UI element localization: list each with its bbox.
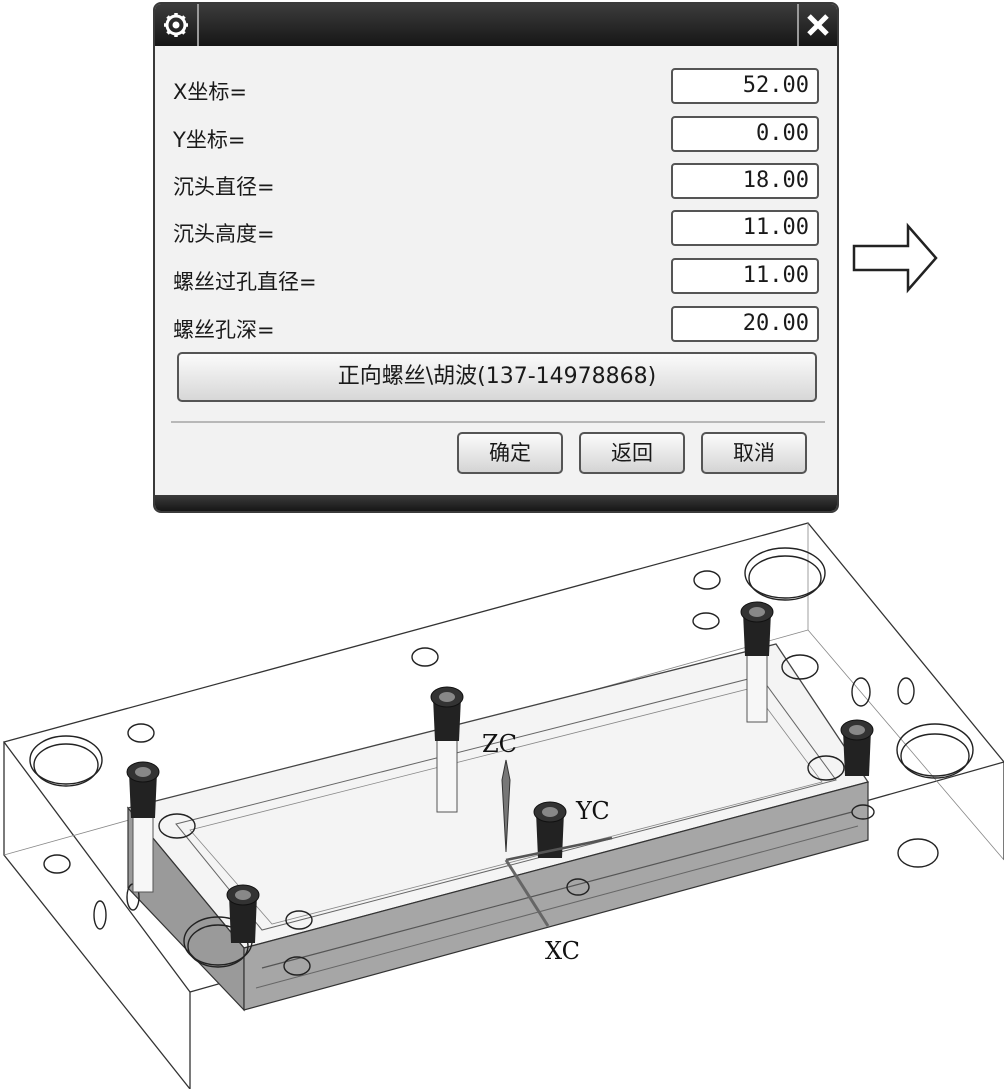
settings-button[interactable]	[155, 4, 199, 46]
button-separator	[171, 421, 825, 423]
screw-hole-depth-input[interactable]: 20.00	[671, 306, 819, 342]
model-viewport[interactable]	[0, 515, 1004, 1089]
close-button[interactable]	[797, 4, 837, 46]
yc-axis-label: YC	[576, 797, 610, 825]
counterbore-diameter-label: 沉头直径=	[173, 175, 275, 199]
direction-screw-button[interactable]: 正向螺丝\胡波(137-14978868)	[177, 352, 817, 402]
dialog-titlebar	[155, 4, 837, 46]
screw-hole-depth-label: 螺丝孔深=	[173, 318, 275, 342]
wcs-triad	[501, 759, 613, 927]
field-row-y: Y坐标= 0.00	[171, 116, 819, 154]
bolt	[533, 801, 567, 858]
field-row-x: X坐标= 52.00	[171, 68, 819, 106]
clearance-hole-diameter-input[interactable]: 11.00	[671, 258, 819, 294]
counterbore-diameter-input[interactable]: 18.00	[671, 163, 819, 199]
bolt	[430, 686, 464, 813]
counterbore-height-input[interactable]: 11.00	[671, 210, 819, 246]
clearance-hole-diameter-label: 螺丝过孔直径=	[173, 270, 317, 294]
close-icon	[807, 14, 829, 36]
plate-top-face	[2, 522, 1004, 993]
counterbore-height-label: 沉头高度=	[173, 222, 275, 246]
field-row-clearance-diameter: 螺丝过孔直径= 11.00	[171, 258, 819, 296]
field-row-counterbore-height: 沉头高度= 11.00	[171, 210, 819, 248]
field-row-counterbore-diameter: 沉头直径= 18.00	[171, 163, 819, 201]
y-coordinate-input[interactable]: 0.00	[671, 116, 819, 152]
cancel-button[interactable]: 取消	[701, 432, 807, 474]
zc-axis-label: ZC	[482, 730, 518, 758]
bolt	[840, 719, 874, 776]
cavity-pocket	[126, 643, 870, 1012]
y-coordinate-label: Y坐标=	[173, 128, 246, 152]
bolt	[126, 761, 160, 893]
screw-hole-dialog: X坐标= 52.00 Y坐标= 0.00 沉头直径= 18.00 沉头高度= 1…	[153, 2, 839, 513]
field-row-hole-depth: 螺丝孔深= 20.00	[171, 306, 819, 344]
back-button[interactable]: 返回	[579, 432, 685, 474]
bolt	[740, 601, 774, 723]
dialog-footer-bar	[155, 495, 837, 511]
x-coordinate-input[interactable]: 52.00	[671, 68, 819, 104]
gear-icon	[164, 13, 188, 37]
x-coordinate-label: X坐标=	[173, 80, 247, 104]
right-arrow-icon	[852, 222, 938, 294]
ok-button[interactable]: 确定	[457, 432, 563, 474]
screw-bolts	[126, 601, 874, 943]
bolt	[226, 884, 260, 943]
xc-axis-label: XC	[545, 937, 581, 965]
